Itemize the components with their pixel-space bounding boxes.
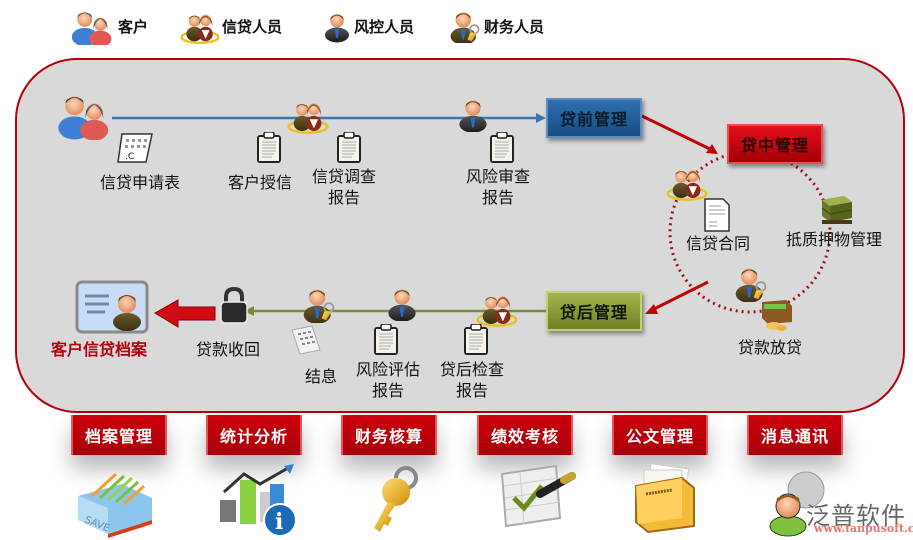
report-clipboard-icon bbox=[256, 132, 282, 164]
node-collateral-management: 抵质押物管理 bbox=[786, 230, 883, 249]
risk-control-officer-icon bbox=[385, 285, 419, 321]
node-loan-disbursement: 贷款放贷 bbox=[738, 338, 803, 357]
stage-pre-loan[interactable]: 贷前管理 bbox=[546, 98, 642, 138]
node-risk-assessment-report: 风险评估 报告 bbox=[356, 360, 421, 400]
legend-finance-officer: 财务人员 bbox=[448, 6, 544, 46]
document-folder-icon bbox=[635, 463, 695, 534]
archive-save-icon: SAVE bbox=[78, 472, 152, 538]
brand-url: www.fanpusoft.com bbox=[814, 522, 913, 535]
finance-officer-icon bbox=[301, 285, 337, 323]
statistics-chart-icon: i bbox=[220, 464, 297, 537]
node-risk-review-report: 风险审查 报告 bbox=[466, 167, 531, 207]
key-icon bbox=[374, 466, 418, 532]
pre-to-mid-arrow bbox=[641, 114, 713, 152]
module-tab-statistics[interactable]: 统计分析 bbox=[206, 415, 302, 455]
pre-loan-arrowhead bbox=[536, 113, 546, 123]
collateral-pallet-icon bbox=[821, 196, 853, 224]
node-credit-contract: 信贷合同 bbox=[686, 234, 751, 253]
brand-watermark: 泛普软件 www.fanpusoft.com bbox=[806, 496, 913, 535]
report-clipboard-icon bbox=[489, 132, 515, 164]
legend-credit-officer: 信贷人员 bbox=[180, 6, 282, 46]
node-customer-credit-grant: 客户授信 bbox=[228, 173, 293, 192]
legend-label: 信贷人员 bbox=[222, 17, 283, 36]
chat-user-icon bbox=[769, 471, 825, 537]
node-loan-recovery: 贷款收回 bbox=[196, 340, 261, 359]
calendar-form-icon: .C bbox=[117, 133, 153, 163]
module-tab-archive-management[interactable]: 档案管理 bbox=[71, 415, 167, 455]
node-interest-settlement: 结息 bbox=[305, 367, 338, 386]
customer-archive-card-icon bbox=[75, 280, 149, 334]
legend-risk-control-officer: 风控人员 bbox=[322, 6, 414, 46]
archive-arrow bbox=[154, 299, 216, 328]
contract-document-icon bbox=[704, 198, 730, 232]
stage-post-loan[interactable]: 贷后管理 bbox=[546, 291, 642, 331]
wallet-money-icon bbox=[762, 300, 792, 331]
node-customer-credit-archive: 客户信贷档案 bbox=[51, 340, 148, 359]
credit-officer-icon bbox=[666, 162, 708, 202]
stage-in-loan[interactable]: 贷中管理 bbox=[727, 124, 823, 164]
legend-label: 客户 bbox=[118, 17, 149, 36]
padlock-icon bbox=[220, 286, 248, 324]
mid-to-post-arrow bbox=[651, 280, 709, 312]
module-tab-performance-review[interactable]: 绩效考核 bbox=[477, 415, 573, 455]
legend-customer: 客户 bbox=[70, 6, 148, 46]
module-tab-messaging[interactable]: 消息通讯 bbox=[747, 415, 843, 455]
report-clipboard-icon bbox=[336, 132, 362, 164]
node-credit-investigation-report: 信贷调查 报告 bbox=[312, 167, 377, 207]
in-loan-cycle bbox=[668, 150, 832, 314]
risk-control-officer-icon bbox=[456, 96, 490, 132]
checklist-pen-icon bbox=[500, 464, 576, 528]
calculator-icon bbox=[291, 325, 321, 355]
svg-text:i: i bbox=[275, 509, 283, 535]
legend-label: 财务人员 bbox=[484, 17, 545, 36]
report-clipboard-icon bbox=[463, 324, 489, 356]
module-tab-document-management[interactable]: 公文管理 bbox=[612, 415, 708, 455]
legend-label: 风控人员 bbox=[354, 17, 415, 36]
node-credit-application: 信贷申请表 bbox=[100, 173, 181, 192]
report-clipboard-icon bbox=[373, 324, 399, 356]
module-tab-financial-accounting[interactable]: 财务核算 bbox=[341, 415, 437, 455]
node-post-loan-check-report: 贷后检查 报告 bbox=[440, 360, 505, 400]
finance-officer-icon bbox=[733, 264, 769, 302]
svg-text:.C: .C bbox=[125, 152, 134, 162]
credit-officer-icon bbox=[287, 95, 329, 135]
brand-name: 泛普软件 bbox=[806, 502, 906, 530]
credit-officer-icon bbox=[476, 288, 518, 328]
customer-icon bbox=[56, 88, 114, 140]
